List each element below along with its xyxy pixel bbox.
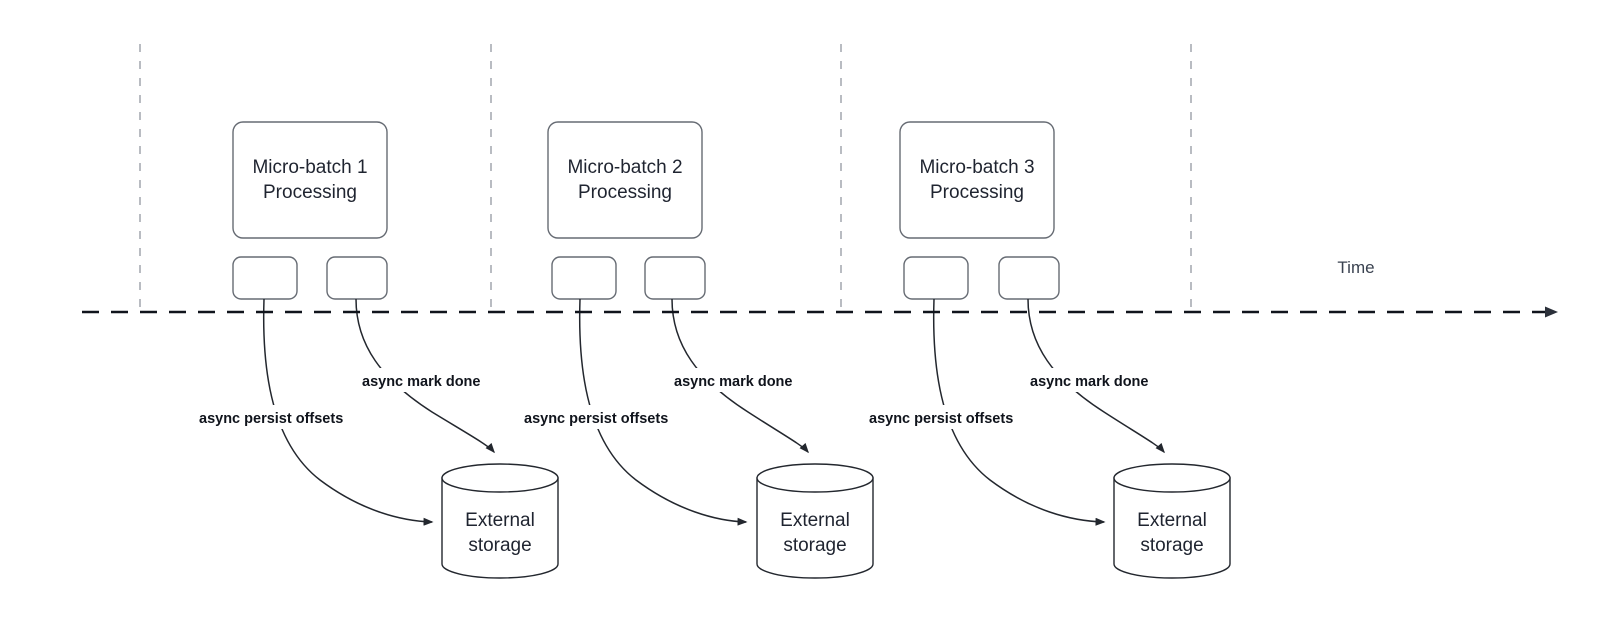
external-storage-1-label-line2: storage <box>468 535 531 556</box>
micro-batch-label-2-line1: Micro-batch 2 <box>567 157 682 178</box>
edge-label-persist-offsets-2: async persist offsets <box>521 405 701 429</box>
edge-label-persist-offsets-1-text: async persist offsets <box>199 411 343 427</box>
edge-label-mark-done-3: async mark done <box>1026 368 1174 392</box>
external-storage-1-top[interactable] <box>441 463 559 493</box>
micro-batch-box-3[interactable]: Micro-batch 3 Processing <box>899 121 1055 239</box>
external-storage-3-label-line2: storage <box>1140 535 1203 556</box>
external-storage-1-label-line1: External <box>465 510 535 531</box>
edge-label-mark-done-2: async mark done <box>670 368 816 392</box>
external-storage-3-label-line1: External <box>1137 510 1207 531</box>
micro-batch-box-rect-1[interactable] <box>232 121 388 239</box>
edge-mark-done-1 <box>355 298 495 454</box>
task-box-3b[interactable] <box>998 256 1060 300</box>
edge-label-mark-done-3-text: async mark done <box>1030 374 1148 390</box>
group-3: Micro-batch 3 Processing async mark done… <box>866 121 1231 579</box>
edge-mark-done-2 <box>671 298 809 454</box>
task-box-2b[interactable] <box>644 256 706 300</box>
micro-batch-label-2-line2: Processing <box>578 182 672 203</box>
external-storage-3-body[interactable] <box>1113 477 1231 579</box>
edge-persist-offsets-2 <box>578 298 748 526</box>
edge-label-mark-done-2-text: async mark done <box>674 374 792 390</box>
edge-label-mark-done-1: async mark done <box>358 368 502 392</box>
time-axis-label: Time <box>1337 258 1374 277</box>
external-storage-2-label-line1: External <box>780 510 850 531</box>
micro-batch-label-3-line2: Processing <box>930 182 1024 203</box>
micro-batch-label-1-line2: Processing <box>263 182 357 203</box>
group-1: Micro-batch 1 Processing async mark done… <box>196 121 559 579</box>
external-storage-1[interactable]: External storage <box>441 463 559 579</box>
edge-label-mark-done-1-text: async mark done <box>362 374 480 390</box>
edge-persist-offsets-1 <box>262 298 434 526</box>
edge-persist-offsets-3 <box>932 298 1106 526</box>
external-storage-1-body[interactable] <box>441 477 559 579</box>
external-storage-2[interactable]: External storage <box>756 463 874 579</box>
timeline-tick-marks <box>139 44 1192 316</box>
micro-batch-box-1[interactable]: Micro-batch 1 Processing <box>232 121 388 239</box>
micro-batch-box-2[interactable]: Micro-batch 2 Processing <box>547 121 703 239</box>
external-storage-2-label-line2: storage <box>783 535 846 556</box>
task-box-2a[interactable] <box>551 256 617 300</box>
edge-label-persist-offsets-2-text: async persist offsets <box>524 411 668 427</box>
edge-label-persist-offsets-3: async persist offsets <box>866 405 1046 429</box>
external-storage-3[interactable]: External storage <box>1113 463 1231 579</box>
edge-label-persist-offsets-3-text: async persist offsets <box>869 411 1013 427</box>
micro-batch-label-1-line1: Micro-batch 1 <box>252 157 367 178</box>
micro-batch-label-3-line1: Micro-batch 3 <box>919 157 1034 178</box>
micro-batch-box-rect-2[interactable] <box>547 121 703 239</box>
external-storage-2-top[interactable] <box>756 463 874 493</box>
external-storage-3-top[interactable] <box>1113 463 1231 493</box>
task-box-1a[interactable] <box>232 256 298 300</box>
micro-batch-box-rect-3[interactable] <box>899 121 1055 239</box>
edge-mark-done-3 <box>1027 298 1165 454</box>
external-storage-2-body[interactable] <box>756 477 874 579</box>
task-box-1b[interactable] <box>326 256 388 300</box>
group-2: Micro-batch 2 Processing async mark done… <box>521 121 874 579</box>
task-box-3a[interactable] <box>903 256 969 300</box>
edge-label-persist-offsets-1: async persist offsets <box>196 405 376 429</box>
